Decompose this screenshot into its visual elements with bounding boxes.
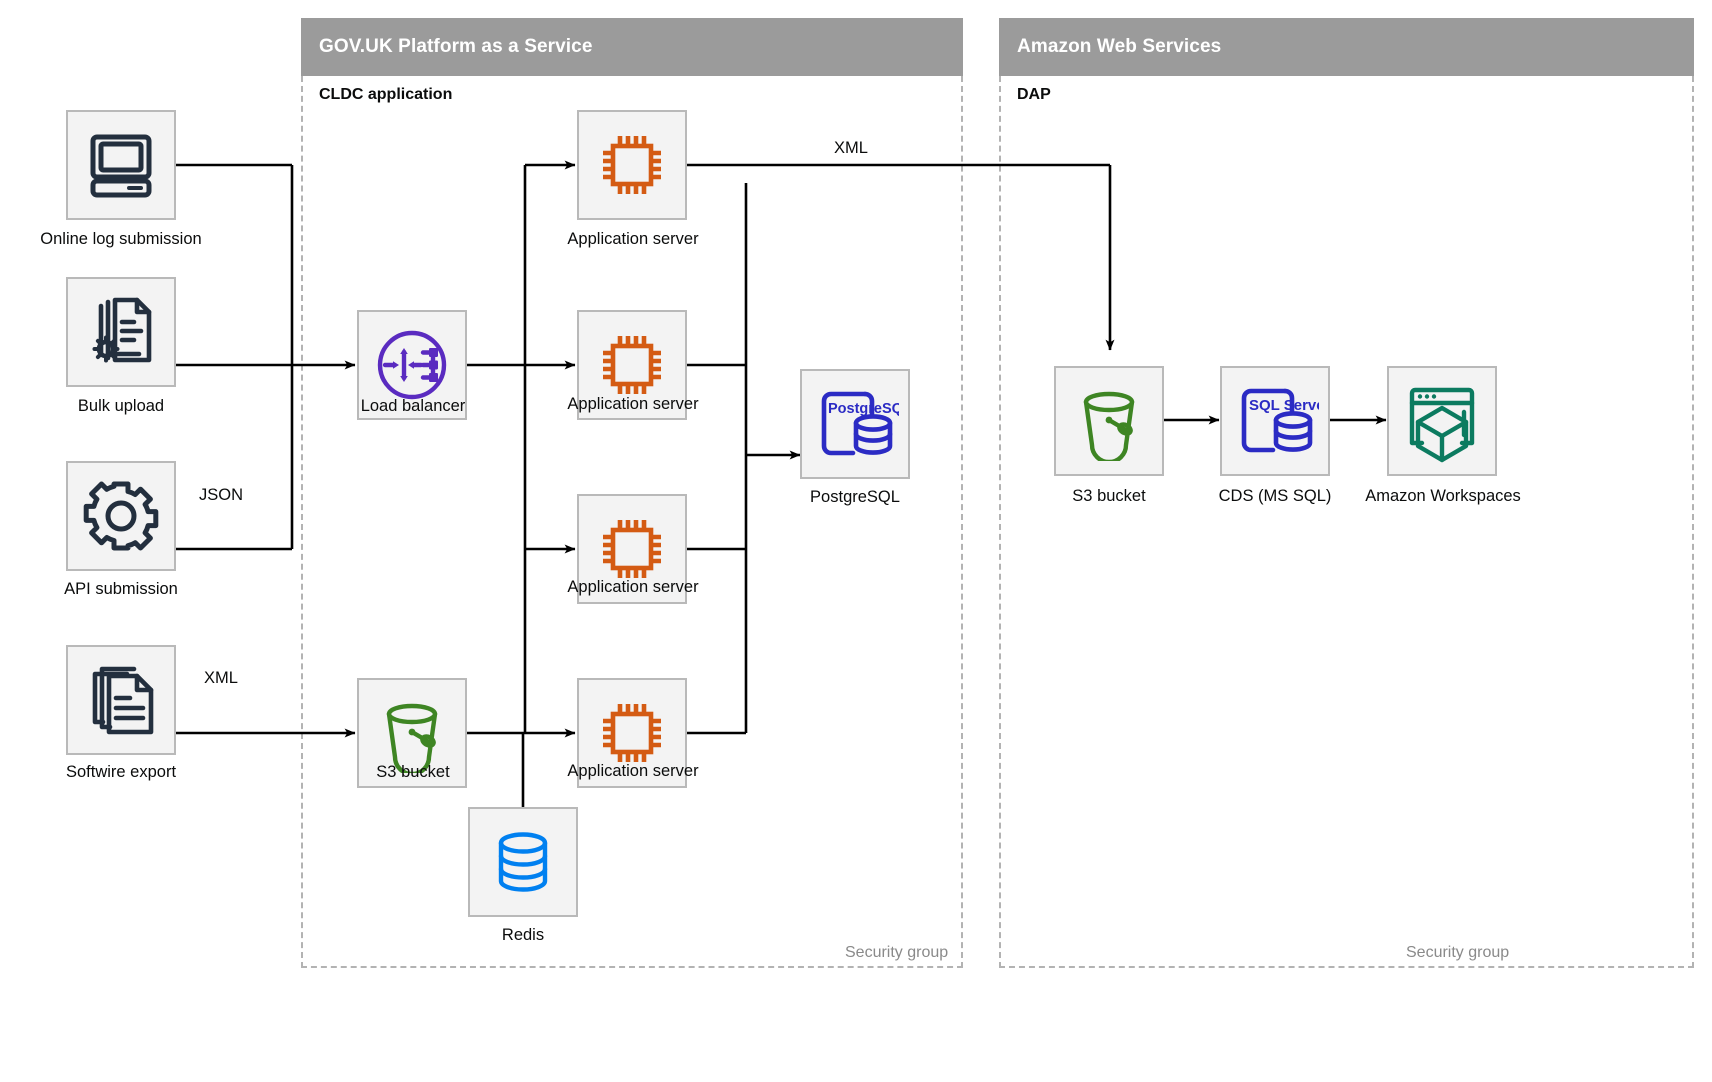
svg-text:SQL Server: SQL Server [1249,397,1319,414]
node-label-cds-ms-sql: CDS (MS SQL) [1218,487,1332,505]
node-label-app-server-4: Application server [567,762,699,780]
node-cds-ms-sql[interactable]: SQL Server [1220,366,1330,476]
node-label-app-server-2: Application server [567,395,699,413]
document-gear-icon [81,292,161,372]
edge-label-json: JSON [194,486,248,505]
sql-server-icon: SQL Server [1231,377,1319,465]
cpu-chip-icon [592,125,672,205]
security-group-govuk-paas [301,76,963,968]
node-online-log-submission[interactable] [66,110,176,220]
load-balancer-icon [369,322,455,408]
svg-text:PostgreSQL: PostgreSQL [828,401,899,417]
cpu-chip-icon [592,509,672,589]
workspaces-cube-icon [1400,379,1484,463]
security-group-label-aws: Security group [1406,944,1510,961]
node-s3-bucket-paas[interactable] [357,678,467,788]
node-app-server-2[interactable] [577,310,687,420]
node-s3-bucket-aws[interactable] [1054,366,1164,476]
node-label-amazon-workspaces: Amazon Workspaces [1365,487,1521,505]
node-label-bulk-upload: Bulk upload [77,397,165,415]
edge-label-xml-out: XML [830,139,872,158]
node-app-server-1[interactable] [577,110,687,220]
node-label-s3-bucket-paas: S3 bucket [376,763,450,781]
bucket-icon [372,693,452,773]
node-label-api-submission: API submission [64,580,178,598]
security-group-aws [999,76,1694,968]
cpu-chip-icon [592,693,672,773]
node-label-online-log-submission: Online log submission [40,230,202,248]
node-app-server-3[interactable] [577,494,687,604]
node-load-balancer[interactable] [357,310,467,420]
desktop-computer-icon [81,125,161,205]
group-banner-aws: Amazon Web Services [999,18,1694,76]
node-amazon-workspaces[interactable] [1387,366,1497,476]
security-group-label-paas: Security group [845,944,949,961]
node-label-postgresql: PostgreSQL [810,488,900,506]
node-label-app-server-3: Application server [567,578,699,596]
node-label-softwire-export: Softwire export [65,763,177,781]
gear-icon [81,476,161,556]
node-api-submission[interactable] [66,461,176,571]
node-bulk-upload[interactable] [66,277,176,387]
bucket-icon [1069,381,1149,461]
cpu-chip-icon [592,325,672,405]
node-label-redis: Redis [501,926,545,944]
node-softwire-export[interactable] [66,645,176,755]
node-label-app-server-1: Application server [567,230,699,248]
subtitle-cldc-application: CLDC application [319,86,453,103]
documents-stack-icon [81,660,161,740]
subtitle-dap: DAP [1017,86,1051,103]
node-app-server-4[interactable] [577,678,687,788]
database-cylinder-icon [484,823,562,901]
group-banner-govuk-paas: GOV.UK Platform as a Service [301,18,963,76]
group-banner-label: GOV.UK Platform as a Service [319,36,593,57]
edge-label-xml-in: XML [200,669,242,688]
group-banner-label: Amazon Web Services [1017,36,1222,57]
node-postgresql[interactable]: PostgreSQL [800,369,910,479]
node-redis[interactable] [468,807,578,917]
postgresql-icon: PostgreSQL [811,380,899,468]
node-label-load-balancer: Load balancer [360,397,466,415]
node-label-s3-bucket-aws: S3 bucket [1072,487,1146,505]
